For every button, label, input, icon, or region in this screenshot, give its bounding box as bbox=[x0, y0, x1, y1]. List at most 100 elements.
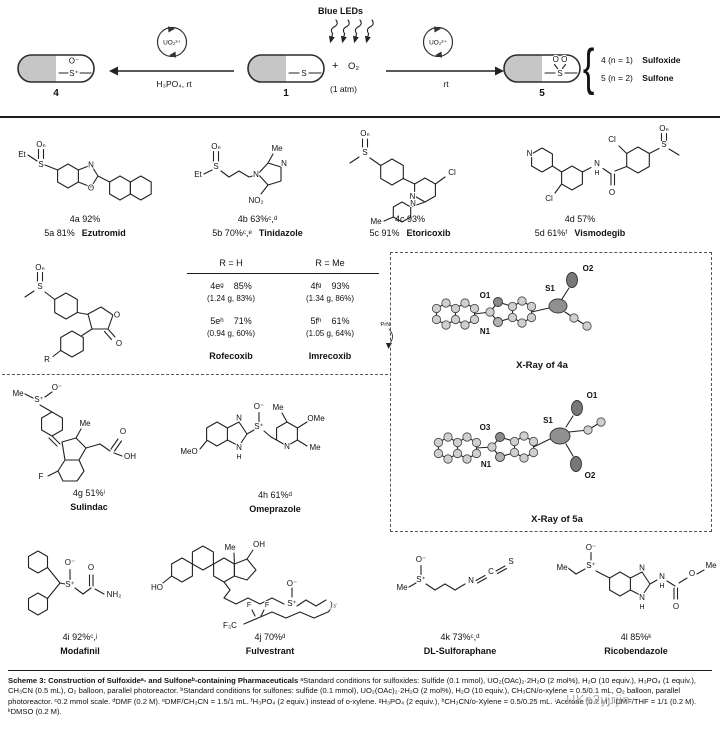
legend-sulfoxide-label: Sulfoxide bbox=[642, 55, 681, 65]
atom-label-o: O⁻ bbox=[287, 579, 297, 588]
note-label: ⁱPrN bbox=[380, 320, 390, 328]
atom-label-n1: N bbox=[236, 414, 242, 423]
plus-sign: + bbox=[332, 60, 339, 72]
table-rule bbox=[187, 273, 379, 274]
atom-label-n1: N bbox=[639, 564, 645, 573]
atom-label-o: O O bbox=[553, 55, 568, 64]
capsule-sulfone-5: S O O bbox=[503, 54, 581, 83]
capsule-shape bbox=[247, 54, 325, 83]
atom-label-paren3: )₃ bbox=[330, 600, 336, 609]
watermark: UKe2yjrjin bbox=[566, 692, 631, 707]
arrow-shape bbox=[109, 66, 234, 76]
led-light-arrows-icon bbox=[328, 19, 374, 44]
atom-label-ome: OMe bbox=[307, 414, 325, 423]
atom-label-h: H bbox=[236, 454, 241, 461]
atom-label-me1: Me bbox=[272, 403, 284, 412]
ortep-4a bbox=[431, 272, 592, 331]
xray-structure-4a: O1 N1 S1 O2 bbox=[431, 263, 595, 337]
atom-label-n3: N bbox=[284, 442, 290, 451]
compound-name-modafinil: Modafinil bbox=[60, 646, 100, 656]
xray-label-n1: N1 bbox=[480, 327, 491, 336]
yield-4b: 4b 63%ᶜ,ᵈ bbox=[237, 214, 278, 224]
catalyst-cycle-right-icon: UO₂²⁺ bbox=[422, 26, 454, 58]
atom-label-s: S⁺ bbox=[69, 69, 79, 78]
atom-label-s: S bbox=[557, 69, 562, 78]
atom-label-o-keto: O bbox=[120, 427, 126, 436]
compound-1-number: 1 bbox=[283, 88, 289, 99]
atom-label-n2: N bbox=[236, 443, 242, 452]
atom-label-o-keto: O bbox=[116, 339, 122, 348]
structure-tinidazole: Et S Oₙ N N Me NO₂ bbox=[193, 141, 288, 206]
capsule-sulfoxide-4: S⁺ O⁻ bbox=[17, 54, 95, 83]
atom-label-me: Me bbox=[12, 389, 24, 398]
skeleton bbox=[349, 138, 446, 223]
xray-caption-4a: X-Ray of 4a bbox=[516, 360, 568, 371]
caption-title: Scheme 3: Construction of Sulfoxideᵃ- an… bbox=[8, 676, 299, 685]
compound-name-vismodegib: Vismodegib bbox=[574, 228, 626, 238]
cycle-shape bbox=[156, 26, 188, 58]
atom-label-n1: N bbox=[253, 170, 259, 179]
atom-label-n1: N bbox=[410, 192, 416, 201]
structure-coxib-core: Oₙ S O O R bbox=[24, 262, 123, 365]
xray-label-o3: O3 bbox=[480, 423, 491, 432]
skeleton bbox=[408, 564, 508, 591]
yield-4a: 4a 92% bbox=[69, 214, 101, 224]
atom-label-o: O⁻ bbox=[69, 57, 79, 66]
cell-5f-gram: (1.05 g, 64%) bbox=[305, 329, 355, 338]
legend-sulfone: 5 (n = 2) Sulfone bbox=[601, 73, 673, 83]
atom-label-o-keto: O bbox=[673, 602, 679, 611]
compound-name-sulindac: Sulindac bbox=[70, 502, 108, 512]
atom-label-me: Me bbox=[271, 144, 283, 153]
atom-label-oh: OH bbox=[253, 540, 265, 549]
structure-etoricoxib: Oₙ S N Cl N Me bbox=[349, 128, 457, 227]
atom-label-o-keto: O bbox=[88, 563, 94, 572]
atom-label-s: S⁺ bbox=[65, 580, 75, 589]
atom-label-f2: F bbox=[265, 602, 269, 609]
atom-label-s: S⁺ bbox=[254, 422, 264, 431]
atom-label-no2: NO₂ bbox=[248, 196, 263, 205]
compound-5-number: 5 bbox=[539, 88, 545, 99]
atom-label-s: S bbox=[38, 160, 43, 169]
atom-label-c: C bbox=[488, 567, 494, 576]
atom-label-n: N bbox=[468, 576, 474, 585]
atom-label-on: Oₙ bbox=[360, 129, 369, 138]
legend-n2: 5 (n = 2) bbox=[601, 73, 633, 83]
structure-ricobendazole: Me S⁺ O⁻ N N H N H O O Me bbox=[555, 542, 718, 612]
yield-4h: 4h 61%ᵈ bbox=[258, 490, 292, 500]
compound-name-ricobendazole: Ricobendazole bbox=[604, 646, 668, 656]
cycle-shape bbox=[422, 26, 454, 58]
atom-label-et: Et bbox=[18, 150, 26, 159]
legend-sulfoxide: 4 (n = 1) Sulfoxide bbox=[601, 55, 681, 65]
atom-label-et: Et bbox=[194, 170, 202, 179]
structure-fulvestrant: HO Me OH S⁺ O⁻ )₃ F F F₃C bbox=[150, 539, 337, 631]
catalyst-cycle-left-icon: UO₂²⁺ bbox=[156, 26, 188, 58]
atom-label-s: S bbox=[37, 282, 42, 291]
atom-label-s: S⁺ bbox=[586, 561, 596, 570]
structure-vismodegib: N Cl N H O Cl S Oₙ bbox=[526, 123, 680, 204]
caption-divider-line bbox=[8, 670, 712, 671]
atom-label-n2: N bbox=[281, 159, 287, 168]
skeleton bbox=[531, 132, 680, 194]
atom-label-o: O bbox=[609, 188, 615, 197]
led-arrow-squiggles bbox=[328, 19, 374, 44]
skeleton bbox=[27, 550, 105, 616]
atom-label-me: Me bbox=[224, 543, 236, 552]
atom-label-s: S bbox=[301, 69, 306, 78]
structure-sulindac: Me S⁺ O⁻ Me O OH F bbox=[11, 382, 137, 482]
oxygen-label: O₂ bbox=[348, 61, 360, 72]
arrow-shape bbox=[386, 66, 504, 76]
compound-name-imrecoxib: Imrecoxib bbox=[308, 351, 352, 361]
structure-ezutromid: Et S Oₙ N O bbox=[17, 139, 152, 201]
structure-omeprazole: MeO N N H S⁺ O⁻ N Me OMe Me bbox=[179, 401, 326, 462]
atom-label-o-ester: O bbox=[689, 569, 695, 578]
blue-leds-label: Blue LEDs bbox=[318, 6, 364, 16]
atom-label-o: O⁻ bbox=[65, 558, 75, 567]
yield-5c-and-name: 5c 91%Etoricoxib bbox=[369, 228, 451, 238]
yield-4d: 4d 57% bbox=[564, 214, 596, 224]
